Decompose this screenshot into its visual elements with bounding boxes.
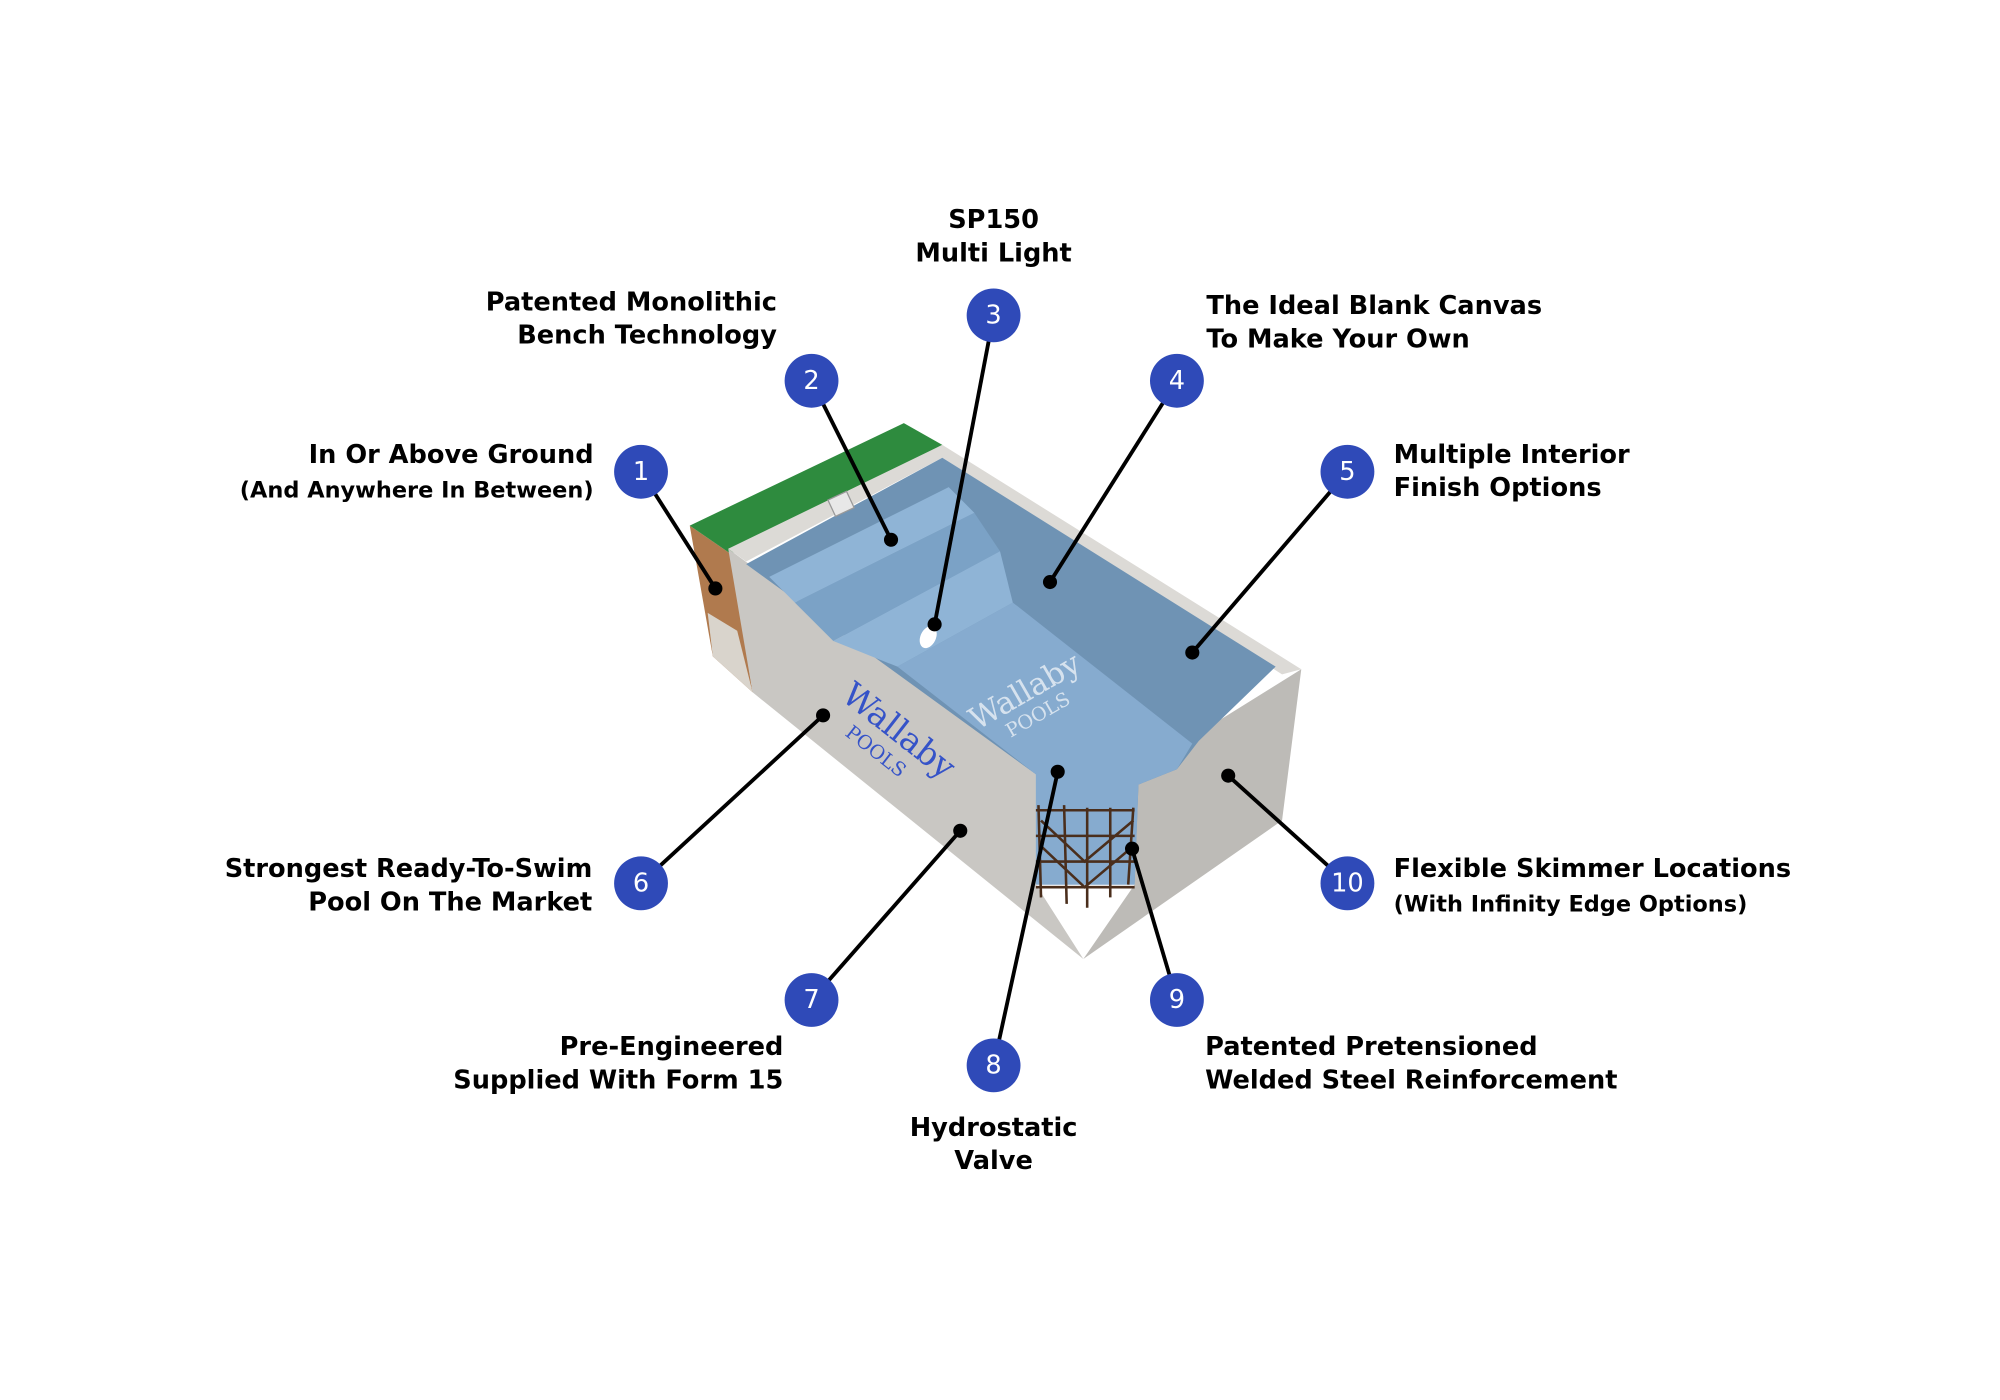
leader-line bbox=[1190, 470, 1349, 654]
pool-left-wall bbox=[728, 548, 1084, 959]
callout-label-line: Finish Options bbox=[1394, 473, 1602, 503]
gravel-layer bbox=[707, 612, 753, 693]
marker-number: 1 bbox=[633, 457, 649, 487]
pool-illustration: Wallaby POOLS Wallaby POOLS bbox=[689, 423, 1302, 959]
marker-number: 3 bbox=[985, 300, 1001, 330]
leader-dot bbox=[708, 581, 723, 596]
leader-dot bbox=[1050, 764, 1065, 779]
number-marker bbox=[1320, 856, 1375, 911]
number-marker bbox=[784, 973, 839, 1027]
number-marker bbox=[614, 856, 668, 911]
callout-label-line: Welded Steel Reinforcement bbox=[1205, 1065, 1617, 1095]
number-marker bbox=[1150, 973, 1204, 1027]
leader-dot bbox=[927, 617, 942, 632]
number-marker bbox=[784, 353, 839, 408]
callout-label-line: The Ideal Blank Canvas bbox=[1206, 291, 1542, 321]
leader-dot bbox=[1185, 645, 1200, 660]
leader-dot bbox=[816, 708, 831, 723]
callout-label-line: (And Anywhere In Between) bbox=[240, 477, 594, 503]
number-marker bbox=[966, 288, 1021, 343]
leader-line bbox=[809, 379, 893, 541]
pool-light-icon bbox=[919, 626, 937, 649]
leader-line bbox=[639, 713, 825, 885]
marker-number: 5 bbox=[1339, 457, 1355, 487]
number-marker bbox=[614, 444, 668, 499]
callout-label-line: Patented Pretensioned bbox=[1205, 1032, 1537, 1062]
callout-1: 1 In Or Above Ground (And Anywhere In Betw… bbox=[240, 440, 723, 596]
number-marker bbox=[1150, 353, 1204, 408]
callout-label-line: Pool On The Market bbox=[308, 887, 592, 917]
leader-dot bbox=[1221, 768, 1236, 783]
bench-step-lower bbox=[833, 551, 1013, 667]
pool-right-wall bbox=[1083, 669, 1302, 959]
marker-number: 9 bbox=[1169, 985, 1185, 1015]
callout-label-line: Bench Technology bbox=[517, 321, 777, 351]
pool-rim bbox=[728, 444, 1302, 675]
pool-floor bbox=[897, 602, 1193, 885]
callout-label-line: Multi Light bbox=[915, 239, 1071, 269]
callout-label-line: Multiple Interior bbox=[1394, 440, 1630, 470]
callout-label-line: Patented Monolithic bbox=[486, 287, 777, 317]
number-marker bbox=[1320, 444, 1375, 499]
callout-label-line: Hydrostatic bbox=[910, 1113, 1078, 1143]
leader-dot bbox=[883, 532, 899, 547]
marker-number: 2 bbox=[803, 366, 819, 396]
callout-label-line: In Or Above Ground bbox=[309, 440, 594, 470]
callout-label-line: To Make Your Own bbox=[1206, 324, 1469, 354]
marker-number: 6 bbox=[633, 868, 649, 898]
marker-number: 4 bbox=[1169, 366, 1185, 396]
callout-label-line: Strongest Ready-To-Swim bbox=[225, 854, 593, 884]
callouts: 1 In Or Above Ground (And Anywhere In Betw… bbox=[225, 205, 1791, 1176]
marker-number: 8 bbox=[985, 1050, 1001, 1080]
leader-dot bbox=[1042, 575, 1058, 590]
leader-line bbox=[1048, 379, 1179, 584]
callout-label-line: Flexible Skimmer Locations bbox=[1394, 854, 1792, 884]
callout-label-line: SP150 bbox=[948, 205, 1039, 235]
grass-surface bbox=[689, 423, 943, 554]
callout-10: 10 Flexible Skimmer Locations (With Infini… bbox=[1221, 768, 1792, 918]
callout-label-line: Supplied With Form 15 bbox=[453, 1065, 783, 1095]
leader-line bbox=[932, 315, 996, 625]
leader-dot bbox=[1125, 841, 1140, 856]
leader-line bbox=[991, 771, 1060, 1066]
leader-line bbox=[810, 829, 962, 1002]
number-marker bbox=[966, 1038, 1021, 1093]
leader-dot bbox=[953, 823, 968, 838]
callout-label-line: Valve bbox=[954, 1146, 1033, 1176]
marker-number: 10 bbox=[1331, 868, 1364, 898]
skimmer-icon bbox=[827, 490, 855, 518]
callout-label-line: Pre-Engineered bbox=[560, 1032, 784, 1062]
marker-number: 7 bbox=[803, 985, 819, 1015]
callout-label-line: (With Infinity Edge Options) bbox=[1394, 892, 1748, 918]
bench-step-top bbox=[769, 487, 975, 603]
